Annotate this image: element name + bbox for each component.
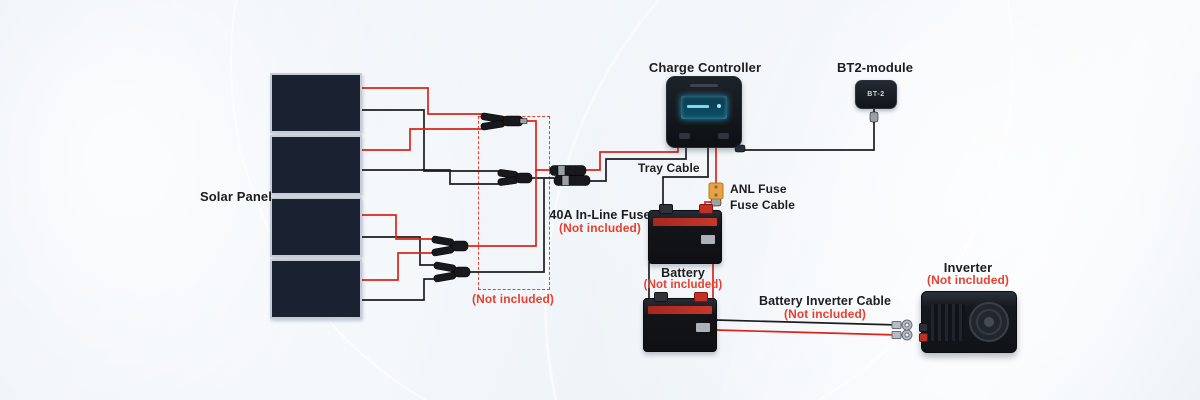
- connector-tip: [561, 175, 570, 186]
- screen-text-line: [687, 105, 709, 108]
- inline-fuse-connector: [553, 175, 591, 186]
- fuse-bolt: [714, 193, 718, 197]
- ring-terminal: [901, 319, 913, 331]
- inverter-note: (Not included): [926, 273, 1010, 287]
- connectors-note: (Not included): [471, 292, 555, 306]
- inline-fuse-connector: [549, 165, 587, 176]
- solar-panel-label: Solar Panel: [200, 189, 272, 204]
- controller-button-left: [679, 133, 690, 139]
- solar-panel: [270, 73, 362, 133]
- bt2-cable-connector: [869, 111, 879, 123]
- bt2-module-label: BT2-module: [836, 60, 914, 75]
- fan-hub: [984, 317, 994, 327]
- cable-crimp: [891, 331, 902, 339]
- bt2-cable: [740, 107, 875, 151]
- inverter-negative-terminal: [919, 323, 928, 332]
- tray-cable-label: Tray Cable: [638, 161, 700, 175]
- y-branch-connector: [431, 245, 455, 257]
- solar-panel: [270, 259, 362, 319]
- battery-inverter-cable-label: Battery Inverter Cable: [758, 294, 892, 308]
- inline-fuse-note: (Not included): [558, 221, 642, 235]
- battery-note: (Not included): [643, 279, 723, 291]
- inverter-fan: [969, 302, 1009, 342]
- inverter-vents: [931, 304, 965, 341]
- pv1-positive-wire: [362, 87, 483, 115]
- not-included-dashed-box: [478, 116, 550, 290]
- charge-controller-label: Charge Controller: [648, 60, 762, 75]
- battery-inverter-cable-note: (Not included): [783, 307, 867, 321]
- controller-battery-negative: [662, 146, 709, 204]
- battery-tag: [696, 323, 710, 332]
- connector-tip: [557, 165, 566, 176]
- controller-screen: [681, 96, 727, 119]
- battery-positive-terminal: [699, 204, 713, 214]
- controller-logo: [690, 84, 718, 87]
- battery-positive-terminal: [694, 292, 708, 302]
- controller-button-right: [718, 133, 729, 139]
- battery-tag: [701, 235, 715, 244]
- bt2-module: BT-2: [855, 80, 897, 109]
- pv3-negative-wire: [362, 236, 436, 266]
- y-branch-connector: [433, 261, 457, 273]
- solar-panel-array: [270, 73, 362, 321]
- inline-fuse-label: 40A In-Line Fuse: [549, 208, 651, 222]
- solar-panel: [270, 197, 362, 257]
- inverter-positive-terminal: [919, 333, 928, 342]
- battery-label: Battery: [661, 266, 705, 280]
- battery-stripe: [648, 306, 712, 314]
- cable-crimp: [891, 321, 902, 329]
- y-branch-body: [451, 240, 469, 252]
- battery-2: [643, 292, 717, 352]
- anl-fuse-body: [708, 182, 724, 200]
- battery-stripe: [653, 218, 717, 226]
- battery-negative-terminal: [659, 204, 673, 214]
- y-branch-connector: [431, 235, 455, 247]
- solar-panel: [270, 135, 362, 195]
- pv4-positive-wire: [362, 252, 434, 281]
- y-branch-body: [453, 266, 471, 278]
- anl-fuse-label: ANL Fuse: [730, 182, 787, 196]
- pv4-negative-wire: [362, 278, 436, 301]
- ring-terminals: [891, 319, 913, 341]
- pv3-positive-wire: [362, 214, 434, 240]
- charge-controller: [666, 76, 742, 148]
- fuse-cable-label: Fuse Cable: [730, 198, 796, 212]
- inverter-cable-positive: [715, 329, 899, 336]
- pv2-positive-wire: [362, 128, 483, 151]
- y-branch-connector: [433, 271, 457, 283]
- fuse-bolt: [714, 185, 718, 189]
- ring-terminal-hole: [904, 332, 910, 338]
- ring-terminal-hole: [904, 322, 910, 328]
- inverter: [919, 291, 1017, 353]
- battery-negative-terminal: [654, 292, 668, 302]
- anl-fuse: [708, 182, 724, 200]
- screen-indicator: [717, 104, 721, 108]
- bt2-badge: BT-2: [867, 91, 885, 98]
- ring-terminal: [901, 329, 913, 341]
